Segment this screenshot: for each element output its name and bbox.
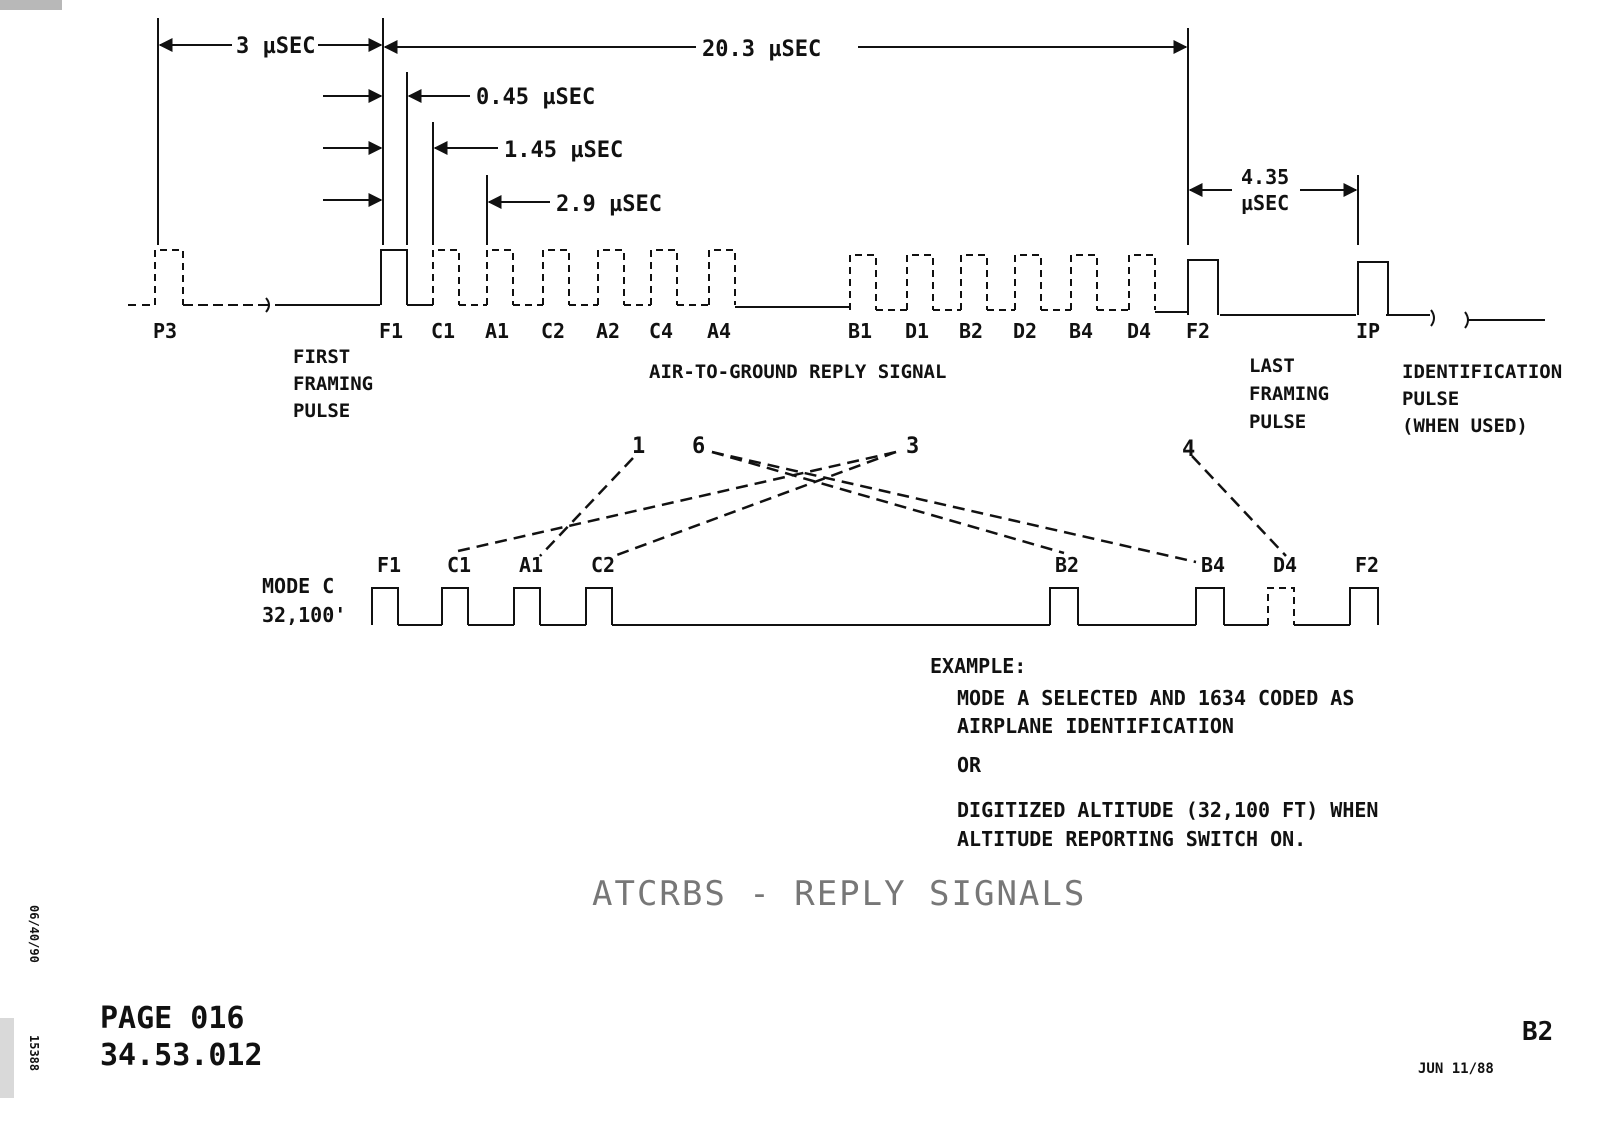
mode-c-pulse-labels: F1 C1 A1 C2 B2 B4 D4 F2 <box>377 553 1379 577</box>
pulse-label-b2: B2 <box>959 319 983 343</box>
pulse-b2 <box>960 254 988 310</box>
callout-4: 4 <box>1182 437 1195 462</box>
pulse-label-a4: A4 <box>707 319 731 343</box>
pulse-label-d2: D2 <box>1013 319 1037 343</box>
timing-dimensions <box>157 18 1359 245</box>
first-framing-label-3: PULSE <box>293 400 350 422</box>
stamp-number: B2 <box>1522 1017 1553 1047</box>
last-framing-label-2: FRAMING <box>1249 383 1329 405</box>
mode-c-pulse-b4 <box>1195 587 1225 625</box>
identification-label-2: PULSE <box>1402 388 1459 410</box>
side-number: 15388 <box>27 1035 41 1071</box>
first-framing-label-2: FRAMING <box>293 373 373 395</box>
revision-stamp: B2 JUN 11/88 <box>1418 1017 1553 1077</box>
dim-4-35-value: 4.35 <box>1241 165 1289 189</box>
dim-20-3-usec: 20.3 µSEC <box>702 37 821 62</box>
mode-c-pulse-a1 <box>513 587 541 625</box>
example-line-3: DIGITIZED ALTITUDE (32,100 FT) WHEN <box>957 798 1378 822</box>
identification-label-1: IDENTIFICATION <box>1402 361 1562 383</box>
reply-pulse-train <box>128 304 1545 321</box>
mode-c-pulse-label-c1: C1 <box>447 553 471 577</box>
figure-title: ATCRBS - REPLY SIGNALS <box>592 874 1086 914</box>
mode-c-pulse-label-b2: B2 <box>1055 553 1079 577</box>
pulse-c4 <box>650 249 678 305</box>
pulse-f2 <box>1187 259 1219 315</box>
example-line-1: MODE A SELECTED AND 1634 CODED AS <box>957 686 1354 710</box>
mode-c-pulse-label-d4: D4 <box>1273 553 1297 577</box>
last-framing-label-3: PULSE <box>1249 411 1306 433</box>
mode-c-pulse-b2 <box>1049 587 1079 625</box>
pulse-label-b1: B1 <box>848 319 872 343</box>
mode-c-pulses <box>371 587 1379 626</box>
pulse-d4 <box>1128 254 1156 310</box>
reply-signal-label: AIR-TO-GROUND REPLY SIGNAL <box>649 361 946 383</box>
pulse-label-a2: A2 <box>596 319 620 343</box>
mode-c-pulse-label-c2: C2 <box>591 553 615 577</box>
mode-c-pulse-d4 <box>1267 587 1295 625</box>
dim-4-35-unit: µSEC <box>1241 191 1289 215</box>
reply-pulses <box>154 249 1389 315</box>
first-framing-label-1: FIRST <box>293 346 350 368</box>
pulse-label-c1: C1 <box>431 319 455 343</box>
pulse-label-d4: D4 <box>1127 319 1151 343</box>
pulse-a2 <box>597 249 625 305</box>
pulse-b1 <box>849 254 877 310</box>
stamp-date: JUN 11/88 <box>1418 1061 1494 1077</box>
pulse-label-p3: P3 <box>153 319 177 343</box>
identification-label-3: (WHEN USED) <box>1402 415 1528 437</box>
margin-mark <box>0 1018 14 1098</box>
dim-2-9-usec: 2.9 µSEC <box>556 192 662 217</box>
pulse-label-b4: B4 <box>1069 319 1093 343</box>
pulse-c2 <box>542 249 570 305</box>
pulse-label-c4: C4 <box>649 319 673 343</box>
example-or: OR <box>957 753 982 777</box>
mode-c-pulse-c1 <box>441 587 469 625</box>
mode-c-label: MODE C <box>262 574 334 598</box>
pulse-label-ip: IP <box>1356 319 1380 343</box>
document-reference: 34.53.012 <box>100 1038 263 1073</box>
scan-corner-artifact <box>0 0 62 10</box>
pulse-p3 <box>154 249 184 305</box>
callout-6: 6 <box>692 434 705 459</box>
pulse-a1 <box>486 249 514 305</box>
page-number: PAGE 016 <box>100 1001 245 1036</box>
mode-c-pulse-label-b4: B4 <box>1201 553 1225 577</box>
callout-lines <box>457 450 1287 564</box>
pulse-d1 <box>906 254 934 310</box>
pulse-b4 <box>1070 254 1098 310</box>
pulse-a4 <box>708 249 736 305</box>
example-line-2: AIRPLANE IDENTIFICATION <box>957 714 1234 738</box>
dim-3-usec: 3 µSEC <box>236 34 315 59</box>
mode-c-altitude: 32,100' <box>262 603 346 627</box>
mode-c-pulse-f1 <box>371 587 399 625</box>
break-mark-right-1 <box>1430 309 1435 327</box>
break-mark-right-2 <box>1464 311 1469 329</box>
callout-3: 3 <box>906 434 919 459</box>
pulse-f1 <box>380 249 408 305</box>
pulse-ip <box>1357 261 1389 315</box>
example-line-4: ALTITUDE REPORTING SWITCH ON. <box>957 827 1306 851</box>
reply-pulse-labels: P3 F1 C1 A1 C2 A2 C4 A4 B1 D1 B2 D2 B4 D4 F2 IP <box>153 319 1380 343</box>
mode-c-pulse-f2 <box>1349 587 1379 625</box>
pulse-c1 <box>432 249 460 305</box>
mode-c-pulse-label-f2: F2 <box>1355 553 1379 577</box>
dim-1-45-usec: 1.45 µSEC <box>504 138 623 163</box>
pulse-label-c2: C2 <box>541 319 565 343</box>
break-mark-left <box>265 297 270 313</box>
side-date: 06/40/90 <box>27 905 41 963</box>
pulse-label-a1: A1 <box>485 319 509 343</box>
mode-c-pulse-label-a1: A1 <box>519 553 543 577</box>
pulse-label-f2: F2 <box>1186 319 1210 343</box>
mode-c-pulse-label-f1: F1 <box>377 553 401 577</box>
pulse-label-f1: F1 <box>379 319 403 343</box>
pulse-label-d1: D1 <box>905 319 929 343</box>
example-heading: EXAMPLE: <box>930 654 1026 678</box>
pulse-d2 <box>1014 254 1042 310</box>
callout-1: 1 <box>632 434 645 459</box>
dim-0-45-usec: 0.45 µSEC <box>476 85 595 110</box>
mode-c-pulse-c2 <box>585 587 613 625</box>
last-framing-label-1: LAST <box>1249 355 1295 377</box>
